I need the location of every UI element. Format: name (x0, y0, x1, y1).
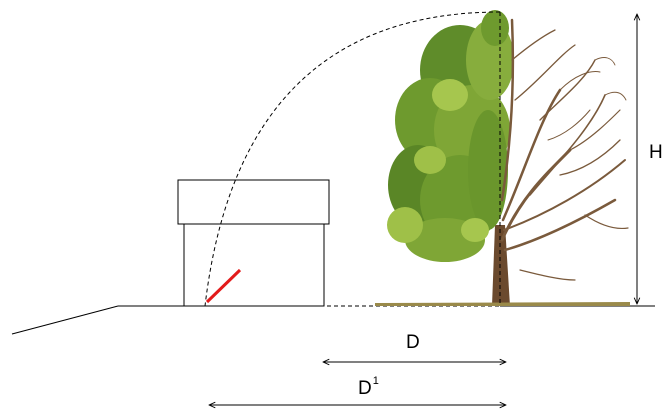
fall-arc (204, 11, 501, 307)
distance-prime-superscript: 1 (372, 375, 379, 387)
house-roof (177, 179, 330, 225)
tree-icon (375, 10, 630, 306)
tree-trunk (492, 225, 510, 306)
house (177, 179, 330, 307)
ground (11, 305, 655, 335)
tree-branches (500, 18, 629, 281)
distance-prime-base: D (358, 378, 372, 399)
slope-line (11, 305, 119, 335)
distance-prime-label: D1 (358, 376, 379, 399)
height-label: H (649, 143, 663, 162)
tree-grass (375, 302, 630, 306)
height-label-text: H (649, 142, 663, 163)
tree-foliage (387, 10, 514, 262)
distance-label-text: D (406, 332, 420, 353)
house-wall (183, 223, 325, 307)
distance-label: D (406, 333, 420, 352)
red-marker-line (205, 268, 242, 304)
